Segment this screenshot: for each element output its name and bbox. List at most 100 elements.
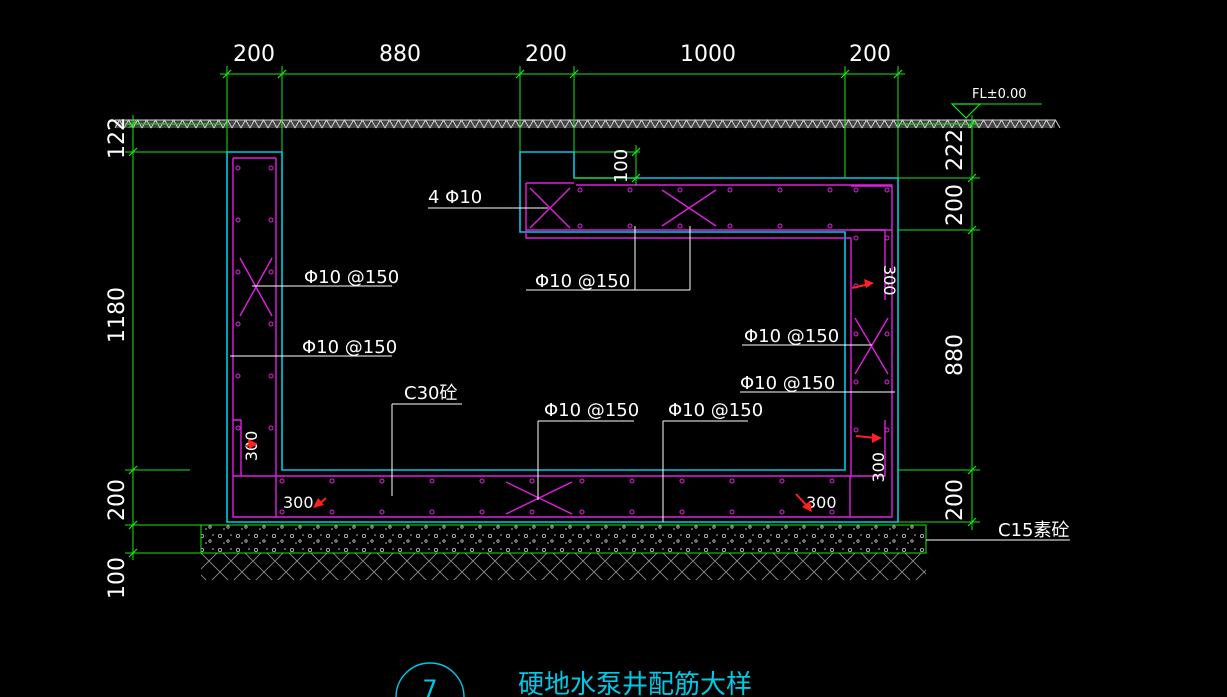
rebar-dot (829, 509, 835, 515)
rebar-dot (529, 509, 535, 515)
label-right-wall-upper: Φ10 @150 (744, 326, 839, 347)
rebar-dot (379, 478, 385, 484)
rebar-dot (884, 427, 890, 433)
anchor-right-top: 300 (880, 265, 899, 296)
label-left-wall-lower: Φ10 @150 (302, 337, 397, 358)
rebar-dot (679, 478, 685, 484)
rebar-dot (727, 187, 733, 193)
rebar-dot (677, 187, 683, 193)
rebar-dot (235, 217, 241, 223)
rebar-dot (677, 223, 683, 229)
rebar-dot (479, 478, 485, 484)
dimension-ticks (128, 69, 977, 558)
right-dim-2: 200 (943, 184, 968, 226)
anchor-right-bottom: 300 (869, 452, 888, 483)
rebar-dot (235, 373, 241, 379)
rebar-dot (279, 478, 285, 484)
rebar-dot (627, 223, 633, 229)
small-dim-100: 100 (611, 149, 632, 183)
rebar-dot (577, 223, 583, 229)
rebar-dot (629, 509, 635, 515)
top-dim-5: 200 (849, 42, 891, 67)
label-bottom-left: Φ10 @150 (544, 400, 639, 421)
rebar-cage (232, 157, 893, 518)
rebar-dot (235, 425, 241, 431)
rebar-dot (829, 478, 835, 484)
top-dim-1: 200 (233, 42, 275, 67)
rebar-dot (235, 165, 241, 171)
left-dim-4: 100 (105, 557, 130, 599)
rebar-dot (853, 379, 859, 385)
left-dim-1: 122 (105, 117, 130, 159)
label-right-wall-lower: Φ10 @150 (740, 373, 835, 394)
rebar-dot (827, 187, 833, 193)
top-dim-3: 200 (525, 42, 567, 67)
rebar-dot (268, 425, 274, 431)
rebar-dot (268, 165, 274, 171)
dimension-lines (125, 66, 980, 560)
rebar-dot (579, 478, 585, 484)
rebar-labels: 4 Φ10 Φ10 @150 Φ10 @150 Φ10 @150 Φ10 @15… (302, 187, 1069, 541)
rebar-dot (853, 427, 859, 433)
right-dim-3: 880 (943, 334, 968, 376)
rebar-dot (777, 223, 783, 229)
rebar-dot (884, 235, 890, 241)
fl-label: FL±0.00 (972, 87, 1027, 102)
rebar-dot (268, 269, 274, 275)
anchor-bottom-left: 300 (283, 493, 314, 512)
rebar-dot (329, 509, 335, 515)
rebar-dot (884, 187, 890, 193)
rebar-dot (529, 478, 535, 484)
rebar-dot (853, 331, 859, 337)
rebar-dot (268, 321, 274, 327)
rebar-dots (235, 165, 890, 515)
rebar-dot (577, 187, 583, 193)
rebar-dot (853, 187, 859, 193)
leader-lines (230, 207, 1070, 541)
rebar-dot (679, 509, 685, 515)
c15-base-slab (200, 524, 927, 580)
rebar-dot (827, 223, 833, 229)
rebar-dot (779, 478, 785, 484)
title-text: 硬地水泵井配筋大样 (518, 670, 752, 697)
rebar-dot (479, 509, 485, 515)
rebar-dot (727, 223, 733, 229)
rebar-dot (729, 478, 735, 484)
rebar-dot (379, 509, 385, 515)
rebar-dot (268, 373, 274, 379)
anchor-length-labels: 300 300 300 300 300 (242, 265, 899, 512)
label-base: C15素砼 (998, 520, 1069, 541)
left-dim-3: 200 (105, 479, 130, 521)
rebar-dot (853, 235, 859, 241)
right-dim-4: 200 (943, 479, 968, 521)
right-dimension-labels: 222 200 880 200 (943, 129, 968, 521)
rebar-dot (777, 187, 783, 193)
red-arrows (245, 279, 882, 512)
fl-level-marker: FL±0.00 (950, 87, 1042, 119)
top-dim-2: 880 (379, 42, 421, 67)
rebar-dot (884, 283, 890, 289)
detail-number: 7 (422, 675, 437, 697)
right-dim-1: 222 (943, 129, 968, 171)
left-dimension-labels: 122 1180 200 100 (105, 117, 130, 599)
rebar-dot (279, 509, 285, 515)
rebar-dot (329, 478, 335, 484)
rebar-dot (429, 509, 435, 515)
top-dimension-labels: 200 880 200 1000 200 (233, 42, 891, 67)
rebar-dot (884, 379, 890, 385)
top-dim-4: 1000 (680, 42, 736, 67)
rebar-dot (779, 509, 785, 515)
drawing-title: 7 硬地水泵井配筋大样 (395, 662, 752, 697)
label-4phi10: 4 Φ10 (428, 187, 482, 208)
left-dim-2: 1180 (105, 287, 130, 343)
rebar-dot (729, 509, 735, 515)
label-concrete: C30砼 (404, 383, 457, 404)
rebar-dot (235, 321, 241, 327)
label-left-wall-upper: Φ10 @150 (304, 267, 399, 288)
rebar-dot (429, 478, 435, 484)
rebar-dot (235, 269, 241, 275)
rebar-dot (884, 331, 890, 337)
rebar-dot (629, 478, 635, 484)
rebar-dot (268, 217, 274, 223)
